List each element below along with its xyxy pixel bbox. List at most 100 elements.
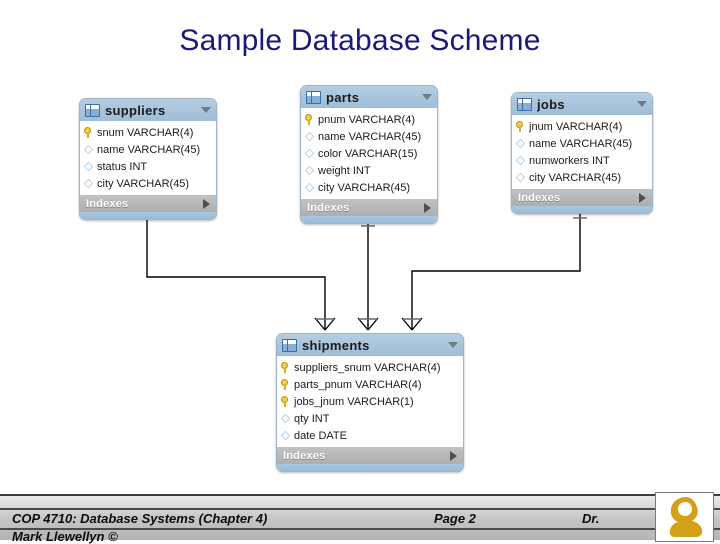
field-row[interactable]: city VARCHAR(45) — [512, 169, 652, 186]
indexes-bar-parts[interactable]: Indexes — [301, 198, 437, 216]
entity-header-suppliers[interactable]: suppliers — [80, 99, 216, 122]
field-label: jnum VARCHAR(4) — [529, 120, 623, 133]
entity-shipments[interactable]: shipments suppliers_snum VARCHAR(4) part… — [276, 333, 464, 472]
column-diamond-icon — [83, 178, 94, 189]
field-row[interactable]: jobs_jnum VARCHAR(1) — [277, 393, 463, 410]
field-label: name VARCHAR(45) — [318, 130, 422, 143]
page-title: Sample Database Scheme — [179, 24, 541, 57]
primary-key-icon — [281, 379, 290, 390]
entity-fields-jobs: jnum VARCHAR(4) name VARCHAR(45) numwork… — [512, 116, 652, 188]
entity-footer-strip — [301, 216, 437, 223]
table-icon — [306, 90, 321, 104]
field-label: jobs_jnum VARCHAR(1) — [294, 395, 414, 408]
footer-divider-top — [0, 508, 720, 510]
field-row[interactable]: name VARCHAR(45) — [512, 135, 652, 152]
relationship-suppliers-shipments — [146, 208, 326, 330]
ucf-pegasus-logo — [655, 492, 714, 542]
table-icon — [85, 103, 100, 117]
entity-header-jobs[interactable]: jobs — [512, 93, 652, 116]
entity-fields-suppliers: snum VARCHAR(4) name VARCHAR(45) status … — [80, 122, 216, 194]
table-icon — [282, 338, 297, 352]
field-row[interactable]: qty INT — [277, 410, 463, 427]
entity-parts[interactable]: parts pnum VARCHAR(4) name VARCHAR(45) c… — [300, 85, 438, 224]
entity-footer-strip — [512, 206, 652, 213]
primary-key-icon — [281, 362, 290, 373]
column-diamond-icon — [280, 430, 291, 441]
er-diagram-canvas: suppliers snum VARCHAR(4) name VARCHAR(4… — [79, 85, 653, 472]
cardinality-many-shipments-1 — [314, 317, 336, 331]
chevron-down-icon[interactable] — [637, 101, 647, 107]
field-row[interactable]: name VARCHAR(45) — [80, 141, 216, 158]
entity-title: jobs — [537, 96, 565, 112]
chevron-right-icon[interactable] — [450, 450, 457, 461]
indexes-bar-shipments[interactable]: Indexes — [277, 446, 463, 464]
chevron-right-icon[interactable] — [639, 192, 646, 203]
chevron-down-icon[interactable] — [448, 342, 458, 348]
column-diamond-icon — [83, 144, 94, 155]
field-label: status INT — [97, 160, 148, 173]
column-diamond-icon — [304, 182, 315, 193]
entity-footer-strip — [80, 212, 216, 219]
chevron-right-icon[interactable] — [424, 202, 431, 213]
entity-title: parts — [326, 89, 360, 105]
column-diamond-icon — [515, 138, 526, 149]
field-row[interactable]: city VARCHAR(45) — [80, 175, 216, 192]
field-row[interactable]: snum VARCHAR(4) — [80, 124, 216, 141]
field-row[interactable]: pnum VARCHAR(4) — [301, 111, 437, 128]
field-row[interactable]: color VARCHAR(15) — [301, 145, 437, 162]
chevron-down-icon[interactable] — [201, 107, 211, 113]
indexes-label: Indexes — [307, 201, 350, 214]
footer-divider-bottom — [0, 528, 720, 530]
field-label: name VARCHAR(45) — [97, 143, 201, 156]
field-row[interactable]: jnum VARCHAR(4) — [512, 118, 652, 135]
entity-footer-strip — [277, 464, 463, 471]
relationship-connectors — [140, 208, 587, 331]
field-row[interactable]: status INT — [80, 158, 216, 175]
column-diamond-icon — [515, 172, 526, 183]
field-row[interactable]: city VARCHAR(45) — [301, 179, 437, 196]
field-label: date DATE — [294, 429, 347, 442]
primary-key-icon — [516, 121, 525, 132]
indexes-label: Indexes — [518, 191, 561, 204]
column-diamond-icon — [515, 155, 526, 166]
field-row[interactable]: weight INT — [301, 162, 437, 179]
chevron-down-icon[interactable] — [422, 94, 432, 100]
field-row[interactable]: name VARCHAR(45) — [301, 128, 437, 145]
column-diamond-icon — [304, 148, 315, 159]
field-label: name VARCHAR(45) — [529, 137, 633, 150]
indexes-bar-suppliers[interactable]: Indexes — [80, 194, 216, 212]
entity-header-shipments[interactable]: shipments — [277, 334, 463, 357]
field-row[interactable]: numworkers INT — [512, 152, 652, 169]
column-diamond-icon — [304, 165, 315, 176]
cardinality-many-shipments-3 — [401, 317, 423, 331]
chevron-right-icon[interactable] — [203, 198, 210, 209]
indexes-label: Indexes — [283, 449, 326, 462]
footer-content-row: COP 4710: Database Systems (Chapter 4) P… — [0, 509, 720, 528]
column-diamond-icon — [83, 161, 94, 172]
entity-suppliers[interactable]: suppliers snum VARCHAR(4) name VARCHAR(4… — [79, 98, 217, 220]
field-label: qty INT — [294, 412, 330, 425]
entity-fields-parts: pnum VARCHAR(4) name VARCHAR(45) color V… — [301, 109, 437, 198]
field-row[interactable]: date DATE — [277, 427, 463, 444]
field-label: city VARCHAR(45) — [529, 171, 622, 184]
field-label: snum VARCHAR(4) — [97, 126, 194, 139]
column-diamond-icon — [304, 131, 315, 142]
pegasus-icon — [669, 497, 703, 537]
field-label: parts_pnum VARCHAR(4) — [294, 378, 422, 391]
entity-title: suppliers — [105, 102, 166, 118]
entity-header-parts[interactable]: parts — [301, 86, 437, 109]
indexes-bar-jobs[interactable]: Indexes — [512, 188, 652, 206]
primary-key-icon — [84, 127, 93, 138]
primary-key-icon — [281, 396, 290, 407]
entity-jobs[interactable]: jobs jnum VARCHAR(4) name VARCHAR(45) nu… — [511, 92, 653, 214]
field-label: weight INT — [318, 164, 371, 177]
footer-author-name: Mark Llewellyn © — [12, 529, 118, 544]
field-row[interactable]: parts_pnum VARCHAR(4) — [277, 376, 463, 393]
footer-author-title: Dr. — [582, 511, 600, 526]
indexes-label: Indexes — [86, 197, 129, 210]
field-label: numworkers INT — [529, 154, 610, 167]
slide-footer: COP 4710: Database Systems (Chapter 4) P… — [0, 494, 720, 544]
field-label: suppliers_snum VARCHAR(4) — [294, 361, 441, 374]
field-row[interactable]: suppliers_snum VARCHAR(4) — [277, 359, 463, 376]
entity-fields-shipments: suppliers_snum VARCHAR(4) parts_pnum VAR… — [277, 357, 463, 446]
